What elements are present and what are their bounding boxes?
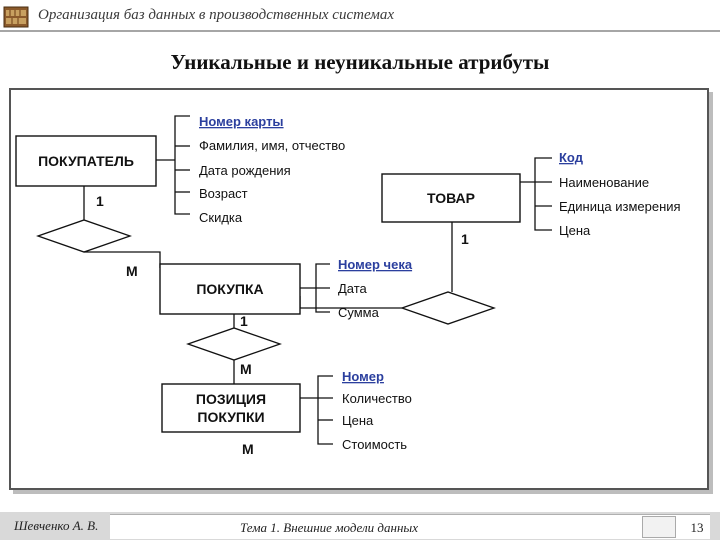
footer-author: Шевченко А. В. (14, 518, 99, 533)
cardinality-customer: 1 (96, 193, 104, 209)
customer-attribute: Скидка (199, 210, 243, 225)
relationship-purchase-item (186, 327, 282, 361)
item-attribute: Цена (342, 413, 374, 428)
slide-title: Уникальные и неуникальные атрибуты (170, 50, 550, 74)
item-attribute: Стоимость (342, 437, 407, 452)
relationship-product-purchase (400, 291, 496, 325)
product-attribute: Цена (559, 223, 591, 238)
customer-attribute: Дата рождения (199, 163, 291, 178)
product-key-attribute: Код (559, 150, 584, 165)
page-number: 13 (690, 520, 704, 535)
header-bar (0, 30, 720, 32)
item-key-attribute: Номер (342, 369, 384, 384)
purchase-attribute: Сумма (338, 305, 380, 320)
customer-attribute: Возраст (199, 186, 248, 201)
entity-item-name-line1: ПОЗИЦИЯ (196, 391, 266, 407)
purchase-key-attribute: Номер чека (338, 257, 413, 272)
entity-item-name-line2: ПОКУПКИ (197, 409, 264, 425)
cardinality-product: 1 (461, 231, 469, 247)
product-attribute: Единица измерения (559, 199, 681, 214)
library-logo-icon (3, 6, 29, 28)
entity-purchase-name: ПОКУПКА (196, 281, 263, 297)
footer-topic-area (110, 514, 710, 539)
header-title: Организация баз данных в производственны… (38, 7, 394, 23)
entity-customer-box (15, 135, 157, 187)
entity-product-box (381, 173, 521, 223)
entity-customer-name: ПОКУПАТЕЛЬ (38, 153, 134, 169)
relationship-customer-purchase (36, 219, 132, 253)
cardinality-item-purchase: М (240, 361, 252, 377)
purchase-attribute: Дата (338, 281, 368, 296)
entity-purchase-box (159, 263, 301, 315)
entity-item-box (161, 383, 301, 433)
customer-attribute: Фамилия, имя, отчество (199, 138, 345, 153)
entity-product-name: ТОВАР (427, 190, 475, 206)
item-attribute: Количество (342, 391, 412, 406)
footer-topic: Тема 1. Внешние модели данных (240, 520, 418, 535)
customer-key-attribute: Номер карты (199, 114, 284, 129)
footer-nav-box[interactable] (642, 516, 676, 538)
cardinality-purchase-item: 1 (240, 313, 248, 329)
cardinality-purchase-customer: М (126, 263, 138, 279)
cardinality-item-bottom: М (242, 441, 254, 457)
product-attribute: Наименование (559, 175, 649, 190)
